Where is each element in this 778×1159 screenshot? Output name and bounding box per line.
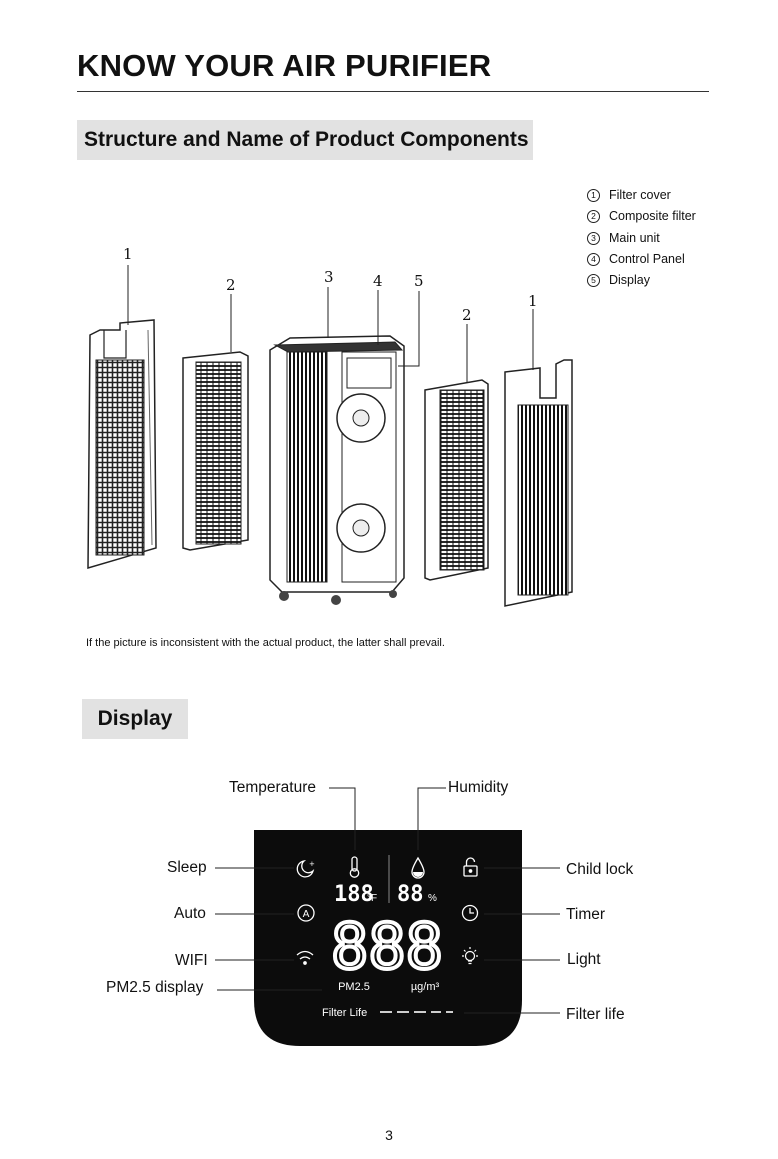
svg-text:A: A	[303, 909, 310, 920]
lock-icon	[463, 857, 478, 877]
bulb-icon	[462, 947, 478, 965]
pm25-unit: µg/m³	[411, 981, 440, 993]
structure-heading: Structure and Name of Product Components	[77, 120, 533, 160]
humidity-unit: %	[428, 893, 437, 904]
callout-5: 5	[414, 272, 424, 290]
filter-life-label: Filter Life	[322, 1007, 367, 1019]
label-humidity: Humidity	[448, 779, 509, 796]
page-number: 3	[385, 1127, 393, 1143]
callout-4: 4	[373, 272, 383, 290]
wifi-icon	[296, 950, 314, 965]
callout-3: 3	[324, 268, 334, 286]
disclaimer-note: If the picture is inconsistent with the …	[86, 637, 445, 649]
filter-cover-left	[87, 319, 157, 570]
temperature-digits: 188	[334, 882, 374, 907]
display-leader-lines	[215, 787, 560, 1014]
display-panel	[254, 830, 522, 1046]
display-heading: Display	[82, 699, 188, 739]
label-child-lock: Child lock	[566, 861, 634, 878]
callout-2-right: 2	[462, 306, 472, 324]
label-sleep: Sleep	[167, 859, 207, 876]
label-wifi: WIFI	[175, 952, 208, 969]
sleep-icon: +	[296, 859, 315, 878]
label-filter-life: Filter life	[566, 1006, 625, 1023]
page-title: KNOW YOUR AIR PURIFIER	[77, 48, 492, 83]
composite-filter-right	[424, 379, 489, 581]
callout-2-left: 2	[226, 276, 236, 294]
humidity-digits: 88	[397, 882, 424, 907]
callout-1-left: 1	[123, 245, 133, 263]
pm25-digits: 888	[331, 910, 443, 983]
clock-icon	[461, 904, 479, 922]
label-pm25-display: PM2.5 display	[106, 979, 204, 996]
svg-text:+: +	[309, 860, 315, 868]
label-temperature: Temperature	[229, 779, 317, 796]
filter-cover-right	[504, 359, 573, 607]
label-timer: Timer	[566, 906, 606, 923]
thermometer-icon	[349, 856, 360, 878]
auto-icon: A	[297, 904, 315, 922]
main-unit	[269, 335, 405, 605]
droplet-icon	[411, 856, 425, 879]
pm25-label: PM2.5	[338, 981, 370, 993]
label-light: Light	[567, 951, 601, 968]
composite-filter-left	[182, 351, 249, 551]
title-divider	[77, 91, 709, 92]
temperature-unit: °F	[367, 893, 377, 904]
callout-1-right: 1	[528, 292, 538, 310]
label-auto: Auto	[174, 905, 206, 922]
